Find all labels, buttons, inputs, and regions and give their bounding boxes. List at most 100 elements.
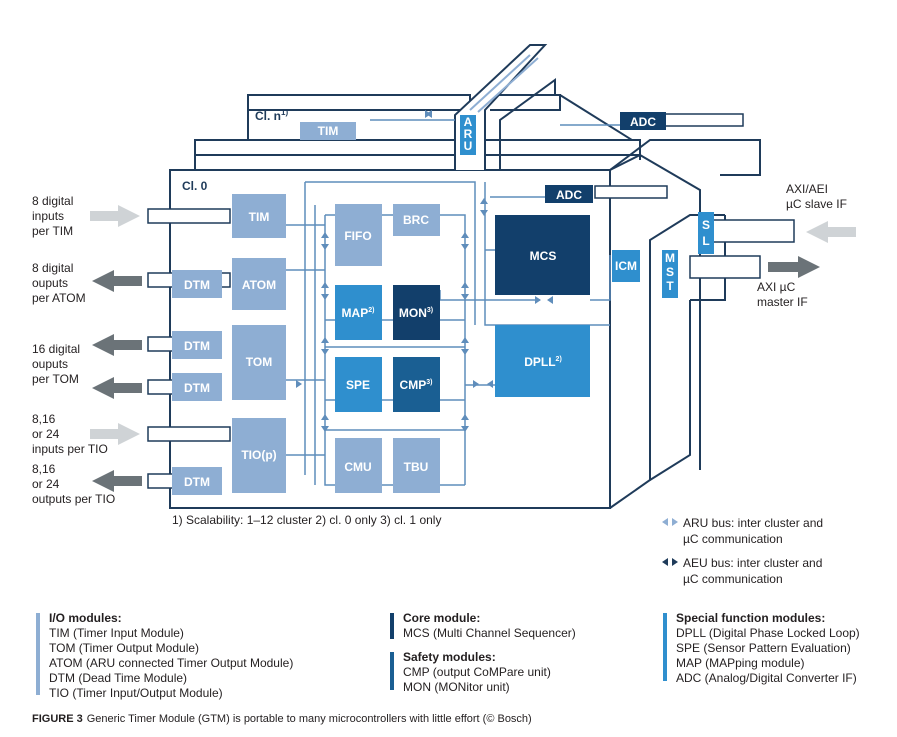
slave-if-line-2: µC slave IF [786,197,847,211]
brc-block [393,204,440,236]
dtm-block-4 [172,467,222,495]
atom-outputs-line-3: per ATOM [32,291,86,305]
sl-label-l: L [702,234,709,248]
aru-label-u: U [464,139,473,153]
atom-block [232,258,286,310]
tbu-block [393,438,440,493]
io-arrows [90,205,856,492]
cmp-block [393,357,440,412]
brc-label: BRC [403,213,429,227]
tio-inputs-line-3: inputs per TIO [32,442,108,456]
sl-block [698,212,714,254]
special-legend-bar [663,613,667,681]
tim-input-arrow [90,205,140,227]
safety-legend-title: Safety modules: [403,650,496,664]
aru-bus-line-2: µC communication [683,532,783,546]
io-legend-bar [36,613,40,695]
tio-outputs-line-2: or 24 [32,477,60,491]
tbu-label: TBU [404,460,429,474]
master-if-line-1: AXI µC [757,280,796,294]
legend-special: Special function modules: DPLL (Digital … [663,611,860,685]
tio-input-arrow [90,423,140,445]
io-legend-item: TOM (Timer Output Module) [49,641,199,655]
dtm-block-3 [172,373,222,401]
adc-0-block [545,185,593,203]
special-legend-item: ADC (Analog/Digital Converter IF) [676,671,857,685]
mst-label-s: S [666,265,674,279]
adc-n-block [620,112,666,130]
cmu-label: CMU [344,460,371,474]
dpll-label: DPLL2) [524,355,562,369]
tio-label: TIO(p) [241,448,276,462]
io-legend-item: TIO (Timer Input/Output Module) [49,686,223,700]
mst-label-m: M [665,251,675,265]
legend-safety: Safety modules: CMP (output CoMPare unit… [390,650,551,694]
tom-output-arrow-1 [92,334,142,356]
aru-label-a: A [464,115,473,129]
atom-label: ATOM [242,278,276,292]
mst-label-t: T [666,279,674,293]
mst-block [662,250,678,298]
aeu-bus-line-1: AEU bus: inter cluster and [683,556,822,570]
special-legend-item: MAP (MAPping module) [676,656,805,670]
cmp-label: CMP3) [400,378,433,392]
aru-tower [454,44,556,170]
map-block [335,285,382,340]
cmu-block [335,438,382,493]
tim-n-label: TIM [318,124,339,138]
tio-inputs-line-1: 8,16 [32,412,56,426]
tom-outputs-line-1: 16 digital [32,342,80,356]
icm-block [612,250,640,282]
master-output-arrow [768,256,820,278]
mcs-label: MCS [530,249,557,263]
tom-block [232,325,286,400]
tio-output-arrow [92,470,142,492]
dtm-label-4: DTM [184,475,210,489]
tim-inputs-line-3: per TIM [32,224,73,238]
dtm-label-3: DTM [184,381,210,395]
tio-inputs-line-2: or 24 [32,427,60,441]
cluster-n-label: Cl. n1) [255,108,288,123]
special-legend-item: DPLL (Digital Phase Locked Loop) [676,626,860,640]
core-legend-item: MCS (Multi Channel Sequencer) [403,626,576,640]
slave-if-line-1: AXI/AEI [786,182,828,196]
bus-arrows [296,110,553,432]
sl-label-s: S [702,218,710,232]
adc-tubes [147,113,795,489]
scalability-footnote: 1) Scalability: 1–12 cluster 2) cl. 0 on… [172,513,441,527]
tom-label: TOM [246,355,272,369]
dtm-block-1 [172,270,222,298]
legend-core: Core module: MCS (Multi Channel Sequence… [390,611,576,640]
core-legend-title: Core module: [403,611,480,625]
dtm-label-2: DTM [184,339,210,353]
map-label: MAP2) [342,306,375,320]
fifo-block [335,204,382,266]
special-legend-title: Special function modules: [676,611,825,625]
aru-block [460,115,476,155]
right-labels: AXI/AEI µC slave IF AXI µC master IF [757,182,847,309]
dtm-label-1: DTM [184,278,210,292]
io-legend-item: TIM (Timer Input Module) [49,626,184,640]
tio-outputs-line-3: outputs per TIO [32,492,115,506]
dtm-block-2 [172,331,222,359]
icm-label: ICM [615,259,637,273]
legend-io: I/O modules: TIM (Timer Input Module) TO… [36,611,293,700]
spe-block [335,357,382,412]
mon-block [393,285,440,340]
io-legend-item: ATOM (ARU connected Timer Output Module) [49,656,293,670]
blocks [172,112,714,495]
fifo-label: FIFO [344,229,371,243]
aeu-bus-icon [662,558,678,566]
atom-output-arrow [92,270,142,292]
io-legend-item: DTM (Dead Time Module) [49,671,187,685]
core-legend-bar [390,613,394,639]
tio-outputs-line-1: 8,16 [32,462,56,476]
tom-outputs-line-2: ouputs [32,357,68,371]
adc-0-label: ADC [556,188,582,202]
cluster-0-label: Cl. 0 [182,179,208,193]
mon-label: MON3) [399,306,433,320]
atom-outputs-line-1: 8 digital [32,261,73,275]
